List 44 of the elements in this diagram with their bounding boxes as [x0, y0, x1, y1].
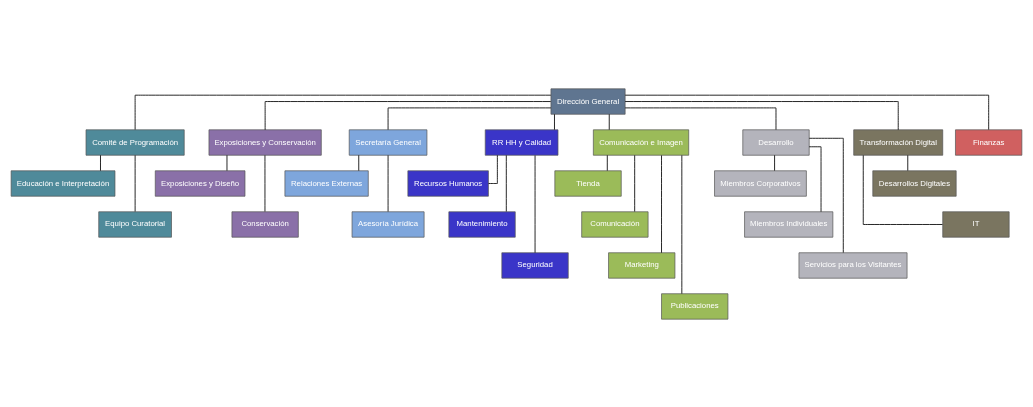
node-box: Comité de Programación — [85, 128, 185, 156]
node-box: Comunicación e Imagen — [593, 128, 690, 156]
connector — [634, 154, 636, 212]
node-box: Comunicación — [581, 210, 649, 238]
connector — [606, 154, 608, 171]
connector — [907, 154, 909, 171]
connector — [505, 154, 507, 212]
node-box: Mantenimiento — [448, 210, 516, 238]
node-box: Conservación — [231, 210, 299, 238]
connector — [624, 94, 990, 130]
connector — [358, 154, 360, 171]
node-box: IT — [942, 210, 1010, 238]
node-box: Dirección General — [550, 87, 626, 115]
connector — [808, 137, 844, 253]
connector — [862, 154, 943, 225]
connector — [808, 145, 822, 212]
connector — [100, 154, 101, 171]
node-box: Secretaría General — [348, 128, 428, 156]
connector — [774, 154, 775, 171]
node-box: Educación e Interpretación — [10, 169, 116, 197]
node-box: Transformación Digital — [853, 128, 944, 156]
node-box: Recursos Humanos — [407, 169, 489, 197]
connector — [554, 113, 555, 130]
node-box: Desarrollo — [742, 128, 810, 156]
connector — [661, 154, 662, 253]
node-box: Equipo Curatorial — [98, 210, 172, 238]
node-box: Exposiciones y Diseño — [154, 169, 246, 197]
node-box: Marketing — [608, 251, 676, 279]
node-box: Relaciones Externas — [284, 169, 369, 197]
node-box: RR HH y Calidad — [484, 128, 559, 156]
node-box: Publicaciones — [661, 292, 729, 320]
node-box: Miembros Individuales — [744, 210, 834, 238]
connector — [264, 100, 552, 130]
node-box: Asesoría Jurídica — [351, 210, 425, 238]
connector — [134, 94, 552, 130]
connector — [624, 100, 899, 130]
node-box: Tienda — [554, 169, 622, 197]
node-box: Exposiciones y Conservación — [208, 128, 322, 156]
node-box: Miembros Corporativos — [714, 169, 807, 197]
connector — [488, 154, 498, 184]
node-box: Seguridad — [501, 251, 569, 279]
node-box: Desarrollos Digitales — [872, 169, 957, 197]
node-box: Finanzas — [955, 128, 1023, 156]
connector — [608, 113, 610, 130]
